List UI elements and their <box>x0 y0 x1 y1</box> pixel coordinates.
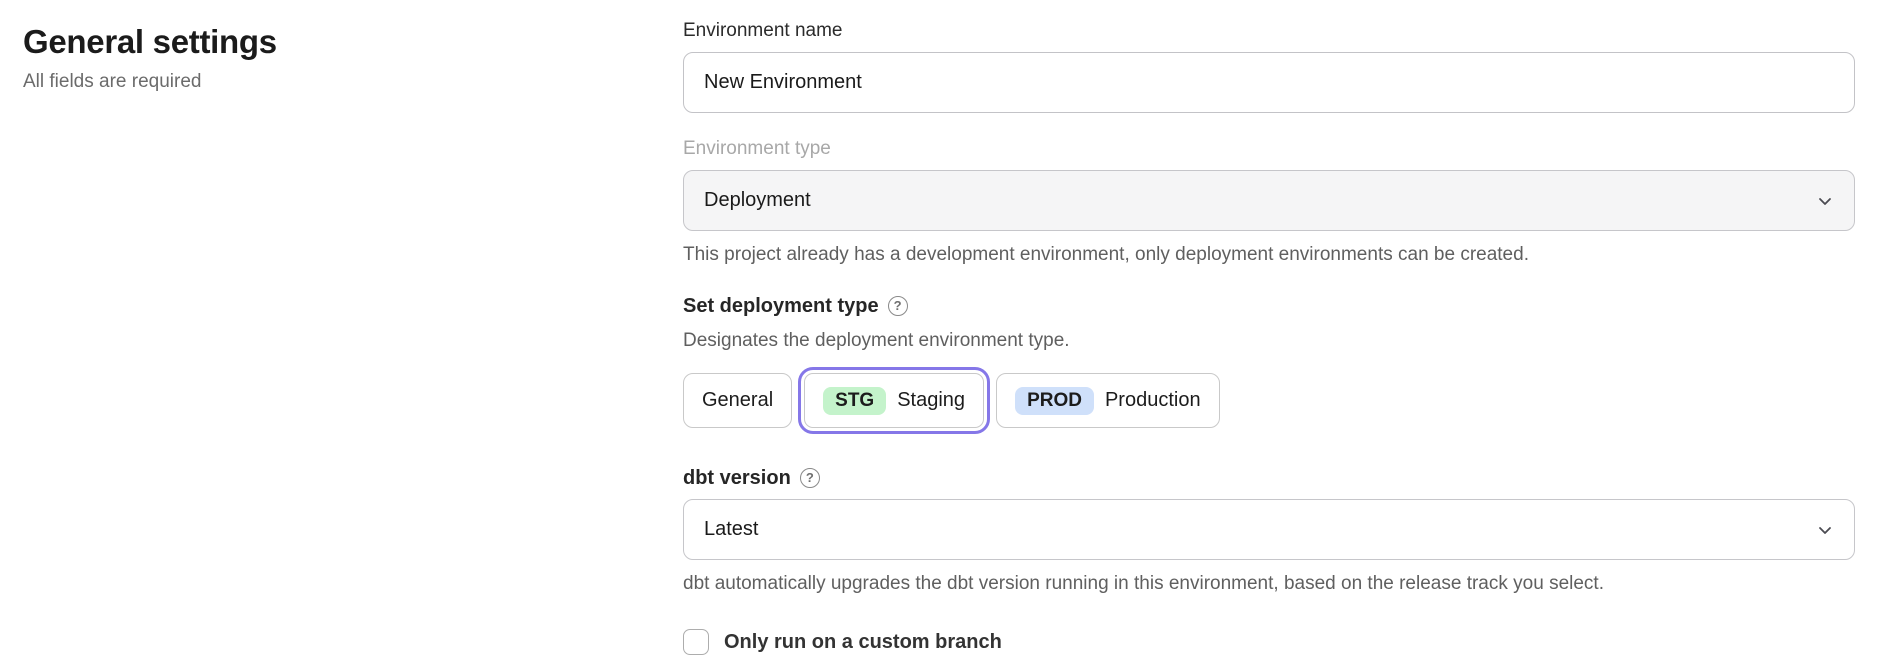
deployment-type-label: Set deployment type <box>683 295 879 317</box>
deployment-type-general-button[interactable]: General <box>683 373 793 428</box>
custom-branch-row: Only run on a custom branch <box>683 629 1855 655</box>
page-subtitle: All fields are required <box>23 71 202 92</box>
environment-name-input[interactable] <box>683 52 1855 113</box>
deployment-type-staging-button[interactable]: STG Staging <box>804 373 985 428</box>
deployment-type-description: Designates the deployment environment ty… <box>683 330 1070 351</box>
environment-name-label: Environment name <box>683 20 843 41</box>
custom-branch-checkbox[interactable] <box>683 629 709 655</box>
dbt-version-section: dbt version ? <box>683 465 1855 491</box>
deployment-type-staging-label: Staging <box>897 389 966 411</box>
dbt-version-label: dbt version <box>683 467 791 489</box>
dbt-version-select[interactable]: Latest <box>683 499 1855 560</box>
environment-type-select: Deployment <box>683 170 1855 231</box>
environment-type-value: Deployment <box>704 189 811 211</box>
environment-type-helper: This project already has a development e… <box>683 244 1529 265</box>
production-badge: PROD <box>1015 386 1094 415</box>
deployment-type-section: Set deployment type ? <box>683 293 1855 319</box>
environment-form: Environment name Environment type Deploy… <box>683 14 1855 655</box>
environment-type-label: Environment type <box>683 138 831 159</box>
help-icon[interactable]: ? <box>887 296 908 316</box>
deployment-type-options: General STG Staging PROD Production <box>683 367 1855 434</box>
staging-badge: STG <box>823 386 887 415</box>
deployment-type-production-button[interactable]: PROD Production <box>996 373 1220 428</box>
dbt-version-helper: dbt automatically upgrades the dbt versi… <box>683 573 1604 594</box>
chevron-down-icon <box>1816 521 1834 539</box>
settings-heading-column: General settings All fields are required <box>23 14 683 655</box>
deployment-type-production-label: Production <box>1104 389 1201 411</box>
custom-branch-label[interactable]: Only run on a custom branch <box>724 630 1002 653</box>
dbt-version-value: Latest <box>704 518 759 540</box>
chevron-down-icon <box>1816 192 1834 210</box>
page-title: General settings <box>23 23 277 60</box>
selected-option-ring: STG Staging <box>798 367 991 434</box>
help-icon[interactable]: ? <box>799 468 820 488</box>
deployment-type-general-label: General <box>702 389 774 411</box>
